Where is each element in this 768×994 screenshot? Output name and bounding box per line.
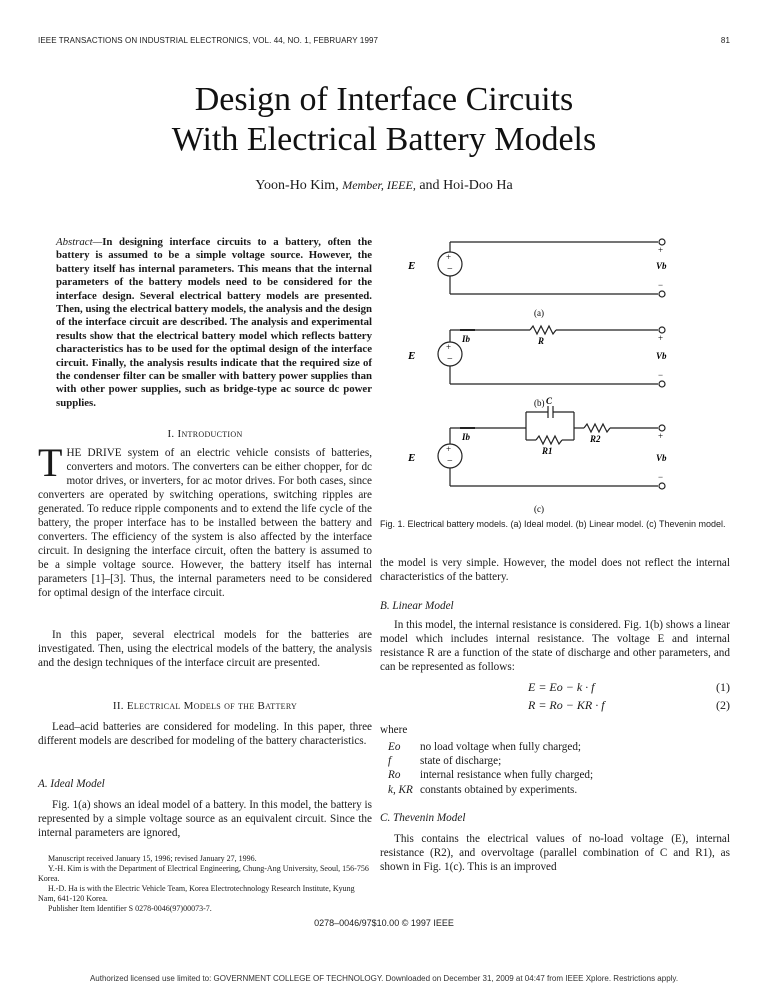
license-footer: Authorized licensed use limited to: GOVE…: [89, 974, 679, 983]
equation-2: R = Ro − KR · f (2): [380, 698, 730, 716]
source-label-b: E: [407, 350, 415, 362]
svg-text:−: −: [447, 456, 453, 467]
resistor-label-b: R: [537, 336, 544, 346]
svg-text:+: +: [658, 431, 663, 441]
author-1-membership: Member, IEEE,: [342, 178, 416, 192]
output-label-c: Vb: [656, 453, 667, 463]
journal-info: IEEE TRANSACTIONS ON INDUSTRIAL ELECTRON…: [38, 36, 379, 45]
source-label-c: E: [407, 452, 415, 464]
svg-text:+: +: [446, 342, 451, 352]
current-label-c: Ib: [461, 432, 471, 442]
svg-text:+: +: [658, 245, 663, 255]
figure-label-a: (a): [534, 308, 544, 318]
intro-paragraph-1-text: HE DRIVE system of an electric vehicle c…: [38, 447, 372, 599]
footnotes: Manuscript received January 15, 1996; re…: [38, 854, 372, 914]
intro-paragraph-2-text: In this paper, several electrical models…: [38, 629, 372, 669]
svg-text:−: −: [658, 370, 663, 380]
circuit-ideal-model: [437, 238, 666, 298]
models-paragraph-1-text: Lead–acid batteries are considered for m…: [38, 721, 372, 747]
intro-paragraph-2: In this paper, several electrical models…: [38, 628, 372, 670]
source-label-a: E: [407, 260, 415, 272]
where-label: where: [380, 724, 408, 736]
svg-text:+: +: [446, 252, 451, 262]
resistor-1-label-c: R1: [541, 446, 553, 456]
linear-model-paragraph-text: In this model, the internal resistance i…: [380, 619, 730, 673]
ideal-model-continuation: the model is very simple. However, the m…: [380, 557, 730, 583]
abstract-label: Abstract—: [56, 236, 103, 248]
paper-title: Design of Interface Circuits With Electr…: [0, 80, 768, 160]
running-head: IEEE TRANSACTIONS ON INDUSTRIAL ELECTRON…: [38, 36, 730, 50]
figure-1-caption: Fig. 1. Electrical battery models. (a) I…: [380, 519, 726, 529]
svg-text:+: +: [658, 333, 663, 343]
equation-2-number: (2): [716, 698, 730, 712]
author-2: Hoi-Doo Ha: [443, 178, 513, 193]
subsection-thevenin-model: C. Thevenin Model: [380, 812, 466, 824]
svg-text:+: +: [446, 444, 451, 454]
equation-2-expression: R = Ro − KR · f: [528, 698, 605, 712]
subsection-linear-model: B. Linear Model: [380, 600, 454, 612]
footnote-author-2: H.-D. Ha is with the Electric Vehicle Te…: [38, 884, 355, 903]
figure-label-c: (c): [534, 504, 544, 514]
equation-1-number: (1): [716, 680, 730, 694]
capacitor-label-c: C: [546, 396, 553, 406]
title-line-2: With Electrical Battery Models: [171, 121, 597, 158]
ideal-model-paragraph-text: Fig. 1(a) shows an ideal model of a batt…: [38, 799, 372, 839]
drop-cap: T: [38, 440, 63, 485]
footnote-received: Manuscript received January 15, 1996; re…: [48, 854, 257, 863]
models-paragraph-1: Lead–acid batteries are considered for m…: [38, 720, 372, 748]
resistor-2-label-c: R2: [589, 434, 601, 444]
equation-1-expression: E = Eo − k · f: [528, 680, 595, 694]
abstract-text: In designing interface circuits to a bat…: [56, 236, 372, 409]
section-heading-models: II. Electrical Models of the Battery: [112, 700, 298, 712]
linear-model-paragraph: In this model, the internal resistance i…: [380, 618, 730, 674]
output-label-a: Vb: [656, 261, 667, 271]
author-joiner: and: [419, 178, 440, 193]
equation-block: E = Eo − k · f (1) R = Ro − KR · f (2): [380, 680, 730, 716]
thevenin-model-paragraph-text: This contains the electrical values of n…: [380, 833, 730, 873]
svg-text:−: −: [658, 280, 663, 290]
footnote-author-1: Y.-H. Kim is with the Department of Elec…: [38, 864, 369, 883]
current-label-b: Ib: [461, 334, 471, 344]
circuit-linear-model: [437, 324, 666, 388]
figure-1-circuits: + − E Vb + − (a) + − E Ib R Vb + − (b): [407, 238, 667, 514]
ideal-model-paragraph: Fig. 1(a) shows an ideal model of a batt…: [38, 798, 372, 840]
svg-text:−: −: [447, 264, 453, 275]
footnote-publisher-id: Publisher Item Identifier S 0278-0046(97…: [48, 904, 212, 913]
circuit-thevenin-model: [437, 406, 666, 490]
copyright-line: 0278–0046/97$10.00 © 1997 IEEE: [314, 918, 454, 928]
subsection-ideal-model: A. Ideal Model: [38, 778, 105, 790]
thevenin-model-paragraph: This contains the electrical values of n…: [380, 832, 730, 874]
title-line-1: Design of Interface Circuits: [194, 81, 574, 118]
abstract: Abstract—In designing interface circuits…: [56, 236, 372, 410]
output-label-b: Vb: [656, 351, 667, 361]
section-heading-introduction: I. Introduction: [167, 428, 243, 440]
svg-text:−: −: [447, 354, 453, 365]
page-number: 81: [720, 36, 730, 45]
equation-1: E = Eo − k · f (1): [380, 680, 730, 698]
svg-text:−: −: [658, 472, 663, 482]
figure-label-b: (b): [534, 398, 545, 408]
author-1: Yoon-Ho Kim,: [255, 178, 339, 193]
author-line: Yoon-Ho Kim, Member, IEEE, and Hoi-Doo H…: [0, 178, 768, 194]
